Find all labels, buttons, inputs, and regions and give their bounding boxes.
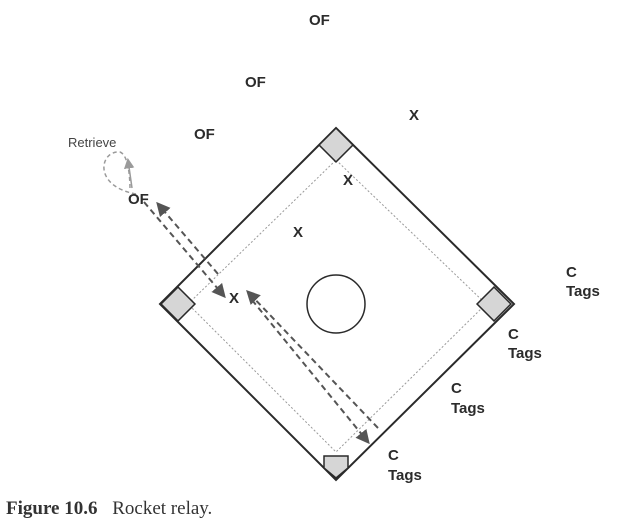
outfielder-label-1: OF	[309, 12, 330, 29]
retrieve-label: Retrieve	[68, 135, 116, 150]
throw-path-down-1	[143, 201, 226, 299]
second-base	[317, 126, 355, 164]
player-x-2: X	[343, 172, 353, 189]
figure-caption: Figure 10.6 Rocket relay.	[6, 498, 212, 520]
catcher-group-4: C Tags	[388, 447, 422, 484]
catcher-label: C	[566, 264, 577, 281]
throw-path-down-2	[251, 299, 370, 445]
pitchers-mound	[306, 274, 366, 334]
figure-number: Figure 10.6	[6, 498, 98, 519]
catcher-tags-label: Tags	[508, 345, 542, 362]
home-plate	[323, 455, 349, 479]
infield-outline	[158, 126, 516, 482]
relay-player-x: X	[229, 290, 239, 307]
third-base	[159, 285, 197, 323]
throw-path-up-1	[156, 201, 219, 275]
player-x-1: X	[409, 107, 419, 124]
first-base	[475, 285, 513, 323]
catcher-group-3: C Tags	[451, 380, 485, 417]
outfielder-runner-label: OF	[128, 191, 149, 208]
catcher-label: C	[451, 380, 462, 397]
retrieve-arrow-head	[123, 157, 135, 189]
catcher-tags-label: Tags	[566, 283, 600, 300]
catcher-group-1: C Tags	[566, 264, 600, 300]
catcher-label: C	[388, 447, 399, 464]
figure-title: Rocket relay.	[112, 498, 213, 519]
player-x-3: X	[293, 224, 303, 241]
catcher-group-2: C Tags	[508, 326, 542, 362]
catcher-tags-label: Tags	[388, 467, 422, 484]
outfielder-label-2: OF	[245, 74, 266, 91]
base-path	[187, 159, 487, 453]
catcher-label: C	[508, 326, 519, 343]
throw-path-up-2	[246, 289, 379, 429]
retrieve-arrow	[103, 151, 137, 195]
catcher-tags-label: Tags	[451, 400, 485, 417]
outfielder-label-3: OF	[194, 126, 215, 143]
